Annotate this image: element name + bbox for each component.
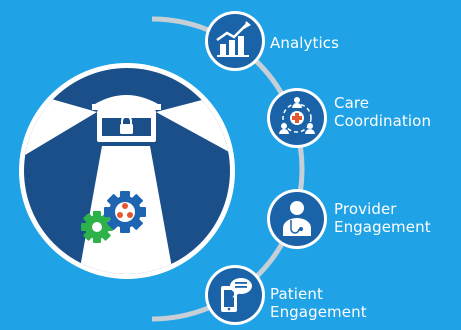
label-patient-engagement: Patient Engagement	[270, 285, 367, 321]
label-provider-engagement: Provider Engagement	[334, 200, 431, 236]
label-provider-line-2: Engagement	[334, 218, 431, 236]
node-care-coordination[interactable]	[267, 88, 327, 148]
node-provider-engagement[interactable]	[267, 189, 327, 249]
care-coordination-icon	[279, 97, 315, 134]
label-provider-line-1: Provider	[334, 200, 397, 218]
bar-chart-trend-icon	[216, 21, 251, 57]
lighthouse-hub	[19, 63, 235, 279]
node-patient-engagement[interactable]	[205, 265, 265, 325]
label-analytics: Analytics	[270, 34, 339, 52]
phone-chat-icon	[221, 278, 252, 312]
lock-icon	[120, 115, 133, 134]
label-care-line-1: Care	[334, 94, 370, 112]
label-analytics-line-1: Analytics	[270, 34, 340, 52]
green-gear-icon	[81, 211, 113, 243]
doctor-icon	[283, 201, 311, 236]
label-patient-line-1: Patient	[270, 285, 323, 303]
node-analytics[interactable]	[205, 11, 265, 71]
label-patient-line-2: Engagement	[270, 303, 367, 321]
blue-gear-icon	[104, 191, 146, 233]
label-care-line-2: Coordination	[334, 112, 432, 130]
label-care-coordination: Care Coordination	[334, 94, 431, 130]
